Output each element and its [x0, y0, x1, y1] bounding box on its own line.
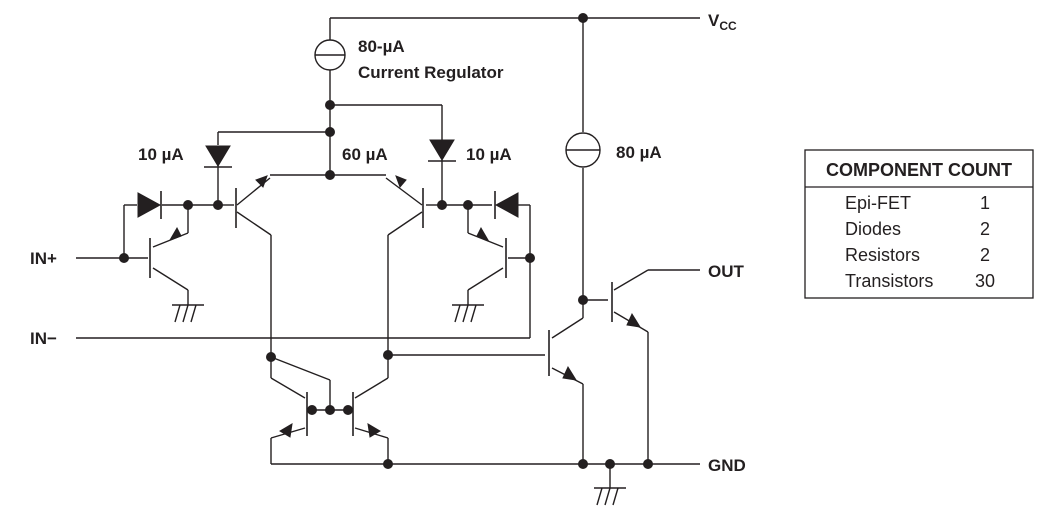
junction-dot-icon — [525, 253, 535, 263]
junction-dot-icon — [213, 200, 223, 210]
junction-dot-icon — [643, 459, 653, 469]
component-row-name: Epi-FET — [845, 193, 911, 213]
junction-dot-icon — [325, 170, 335, 180]
gnd-label: GND — [708, 456, 746, 475]
junction-dots — [119, 13, 653, 469]
in-plus-label: IN+ — [30, 249, 57, 268]
current-center-label: 60 µA — [342, 145, 388, 164]
current-source-icon — [565, 132, 601, 168]
vcc-label: VCC — [708, 11, 737, 33]
current-right-label: 10 µA — [466, 145, 512, 164]
in-minus-label: IN− — [30, 329, 57, 348]
component-row-count: 30 — [975, 271, 995, 291]
out-label: OUT — [708, 262, 745, 281]
diode-icon — [204, 145, 232, 168]
junction-dot-icon — [463, 200, 473, 210]
ground-icon — [594, 487, 626, 506]
junction-dot-icon — [383, 459, 393, 469]
current-source-icon — [314, 39, 346, 71]
junction-dot-icon — [578, 459, 588, 469]
junction-dot-icon — [325, 405, 335, 415]
wiring — [76, 17, 700, 488]
component-count-table: COMPONENT COUNT Epi-FET 1 Diodes 2 Resis… — [804, 149, 1034, 299]
junction-dot-icon — [119, 253, 129, 263]
junction-dot-icon — [437, 200, 447, 210]
junction-dot-icon — [325, 100, 335, 110]
current-out-label: 80 µA — [616, 143, 662, 162]
diode-icon — [428, 139, 456, 162]
junction-dot-icon — [307, 405, 317, 415]
diode-icon — [494, 191, 519, 219]
junction-dot-icon — [325, 127, 335, 137]
regulator-value-label: 80-µA — [358, 37, 405, 56]
junction-dot-icon — [266, 352, 276, 362]
regulator-name-label: Current Regulator — [358, 63, 504, 82]
component-row-name: Diodes — [845, 219, 901, 239]
diode-icon — [137, 191, 162, 219]
junction-dot-icon — [578, 295, 588, 305]
junction-dot-icon — [183, 200, 193, 210]
junction-dot-icon — [343, 405, 353, 415]
junction-dot-icon — [383, 350, 393, 360]
component-row-name: Resistors — [845, 245, 920, 265]
junction-dot-icon — [578, 13, 588, 23]
ground-icon — [172, 304, 204, 323]
component-row-name: Transistors — [845, 271, 933, 291]
ground-icon — [452, 304, 484, 323]
component-row-count: 1 — [980, 193, 990, 213]
component-row-count: 2 — [980, 245, 990, 265]
transistor-bases — [149, 188, 613, 436]
emitter-arrows — [168, 175, 641, 438]
component-count-title: COMPONENT COUNT — [826, 160, 1012, 180]
component-row-count: 2 — [980, 219, 990, 239]
current-left-label: 10 µA — [138, 145, 184, 164]
junction-dot-icon — [605, 459, 615, 469]
